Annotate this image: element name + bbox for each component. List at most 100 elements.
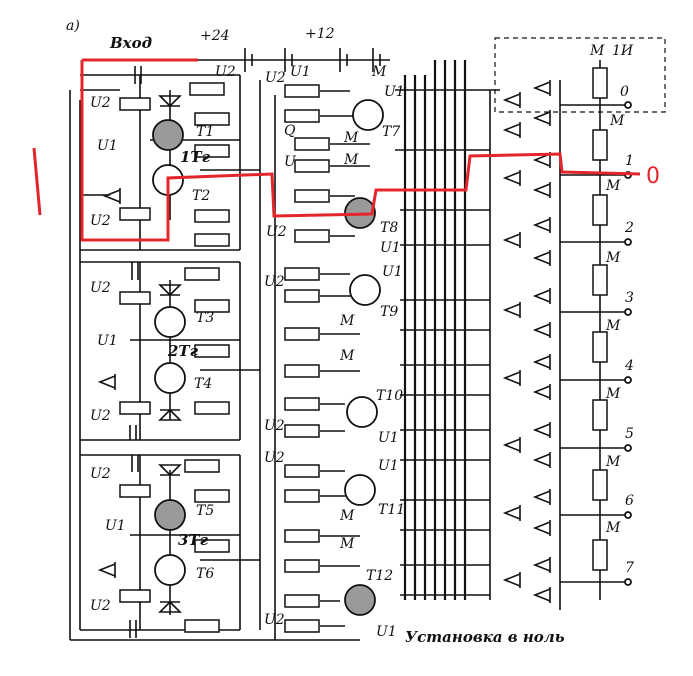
svg-text:U1: U1: [384, 84, 405, 100]
transistor-t12: [344, 584, 376, 616]
output-label-5: 5: [625, 426, 634, 442]
red-signal-path: [80, 58, 641, 242]
svg-text:U2: U2: [90, 95, 111, 111]
t5-label: T5: [196, 503, 214, 519]
output-label-7: 7: [625, 560, 634, 576]
svg-text:M: M: [605, 454, 621, 470]
svg-text:M: M: [339, 508, 355, 524]
supply-u1-top: U1: [290, 64, 311, 80]
t9-label: T9: [380, 304, 398, 320]
output-terminal-2: [624, 238, 632, 246]
svg-text:M: M: [605, 178, 621, 194]
output-terminal-7: [624, 578, 632, 586]
transistor-t3: [154, 306, 186, 338]
svg-text:M: M: [605, 386, 621, 402]
svg-text:U2: U2: [90, 280, 111, 296]
supply-m-top: M: [371, 64, 387, 80]
svg-text:U2: U2: [264, 612, 285, 628]
svg-text:M: M: [343, 152, 359, 168]
svg-text:U1: U1: [105, 518, 126, 534]
svg-text:M: M: [605, 318, 621, 334]
t6-label: T6: [196, 566, 214, 582]
gate-u-label: U: [284, 154, 297, 170]
trigger-2-label: 2Тг: [167, 342, 199, 360]
svg-text:U2: U2: [90, 466, 111, 482]
t8-label: T8: [380, 220, 398, 236]
svg-text:U2: U2: [90, 408, 111, 424]
trigger-3-label: 3Тг: [178, 531, 209, 549]
t10-label: T10: [376, 388, 403, 404]
output-label-1: 1: [625, 153, 634, 169]
output-label-3: 3: [625, 290, 634, 306]
diode-matrix: [489, 80, 561, 610]
transistor-t4: [154, 362, 186, 394]
battery-cells: [244, 48, 381, 72]
svg-text:M: M: [589, 43, 605, 59]
left-rails: [69, 90, 81, 640]
svg-text:U2: U2: [264, 418, 285, 434]
output-terminal-6: [624, 511, 632, 519]
svg-text:M: M: [339, 313, 355, 329]
output-label-0: 0: [620, 84, 629, 100]
panel-label: a): [66, 18, 80, 34]
output-terminal-4: [624, 376, 632, 384]
svg-text:M: M: [605, 520, 621, 536]
svg-text:U2: U2: [266, 224, 287, 240]
svg-text:U1: U1: [378, 430, 399, 446]
output-label-2: 2: [624, 220, 634, 236]
transistor-t7: [352, 99, 384, 131]
output-terminal-5: [624, 444, 632, 452]
gate-network: U2 Q M U M U2 U2 M M U2 U2 M M U2: [259, 70, 370, 640]
svg-text:M: M: [609, 113, 625, 129]
transistor-t1: [152, 119, 184, 151]
svg-text:U1: U1: [97, 333, 118, 349]
red-annotation: 0: [32, 58, 660, 242]
transistor-t6: [154, 554, 186, 586]
trigger-block-3: U2 U1 U2 T5 3Тг T6: [80, 454, 260, 638]
trigger-block-1: U2 U1 U2 T1 1Тг T2: [80, 66, 260, 251]
t4-label: T4: [194, 376, 212, 392]
indicator-label: 1И: [612, 43, 634, 59]
svg-text:M: M: [605, 250, 621, 266]
svg-text:M: M: [339, 536, 355, 552]
t7-label: T7: [382, 124, 400, 140]
transistor-t5: [154, 499, 186, 531]
t12-label: T12: [366, 568, 393, 584]
svg-text:M: M: [343, 130, 359, 146]
svg-text:U1: U1: [382, 264, 403, 280]
trigger-1-label: 1Тг: [180, 148, 211, 166]
svg-text:U1: U1: [380, 240, 401, 256]
t2-label: T2: [192, 188, 210, 204]
svg-text:M: M: [339, 348, 355, 364]
t1-label: T1: [196, 124, 214, 140]
transistor-t11: [344, 474, 376, 506]
output-label-6: 6: [625, 493, 634, 509]
svg-text:U1: U1: [376, 624, 397, 640]
supply-plus24-label: +24: [200, 28, 230, 44]
svg-text:U2: U2: [265, 70, 286, 86]
svg-text:U2: U2: [90, 213, 111, 229]
output-terminal-0: [624, 101, 632, 109]
input-label: Вход: [109, 34, 152, 52]
trigger-block-2: U2 U1 U2 T3 2Тг T4: [80, 261, 260, 441]
svg-text:U1: U1: [97, 138, 118, 154]
output-label-4: 4: [624, 358, 634, 374]
t3-label: T3: [196, 310, 214, 326]
output-column: M 1И M M M M M M M 0 1 2 3 4 5 6 7: [494, 37, 666, 600]
output-terminal-3: [624, 308, 632, 316]
red-margin-tick: [32, 147, 42, 216]
decoder-bus: [395, 60, 500, 600]
svg-text:U2: U2: [264, 450, 285, 466]
indicator-box: [494, 37, 666, 113]
svg-text:U2: U2: [264, 274, 285, 290]
red-zero-mark: 0: [646, 164, 660, 189]
t11-label: T11: [378, 502, 405, 518]
transistor-t10: [346, 396, 378, 428]
supply-plus12-label: +12: [305, 26, 335, 42]
svg-text:U1: U1: [378, 458, 399, 474]
transistor-t9: [349, 274, 381, 306]
reset-label: Установка в ноль: [405, 628, 565, 646]
gate-q-label: Q: [284, 123, 296, 139]
svg-text:U2: U2: [90, 598, 111, 614]
